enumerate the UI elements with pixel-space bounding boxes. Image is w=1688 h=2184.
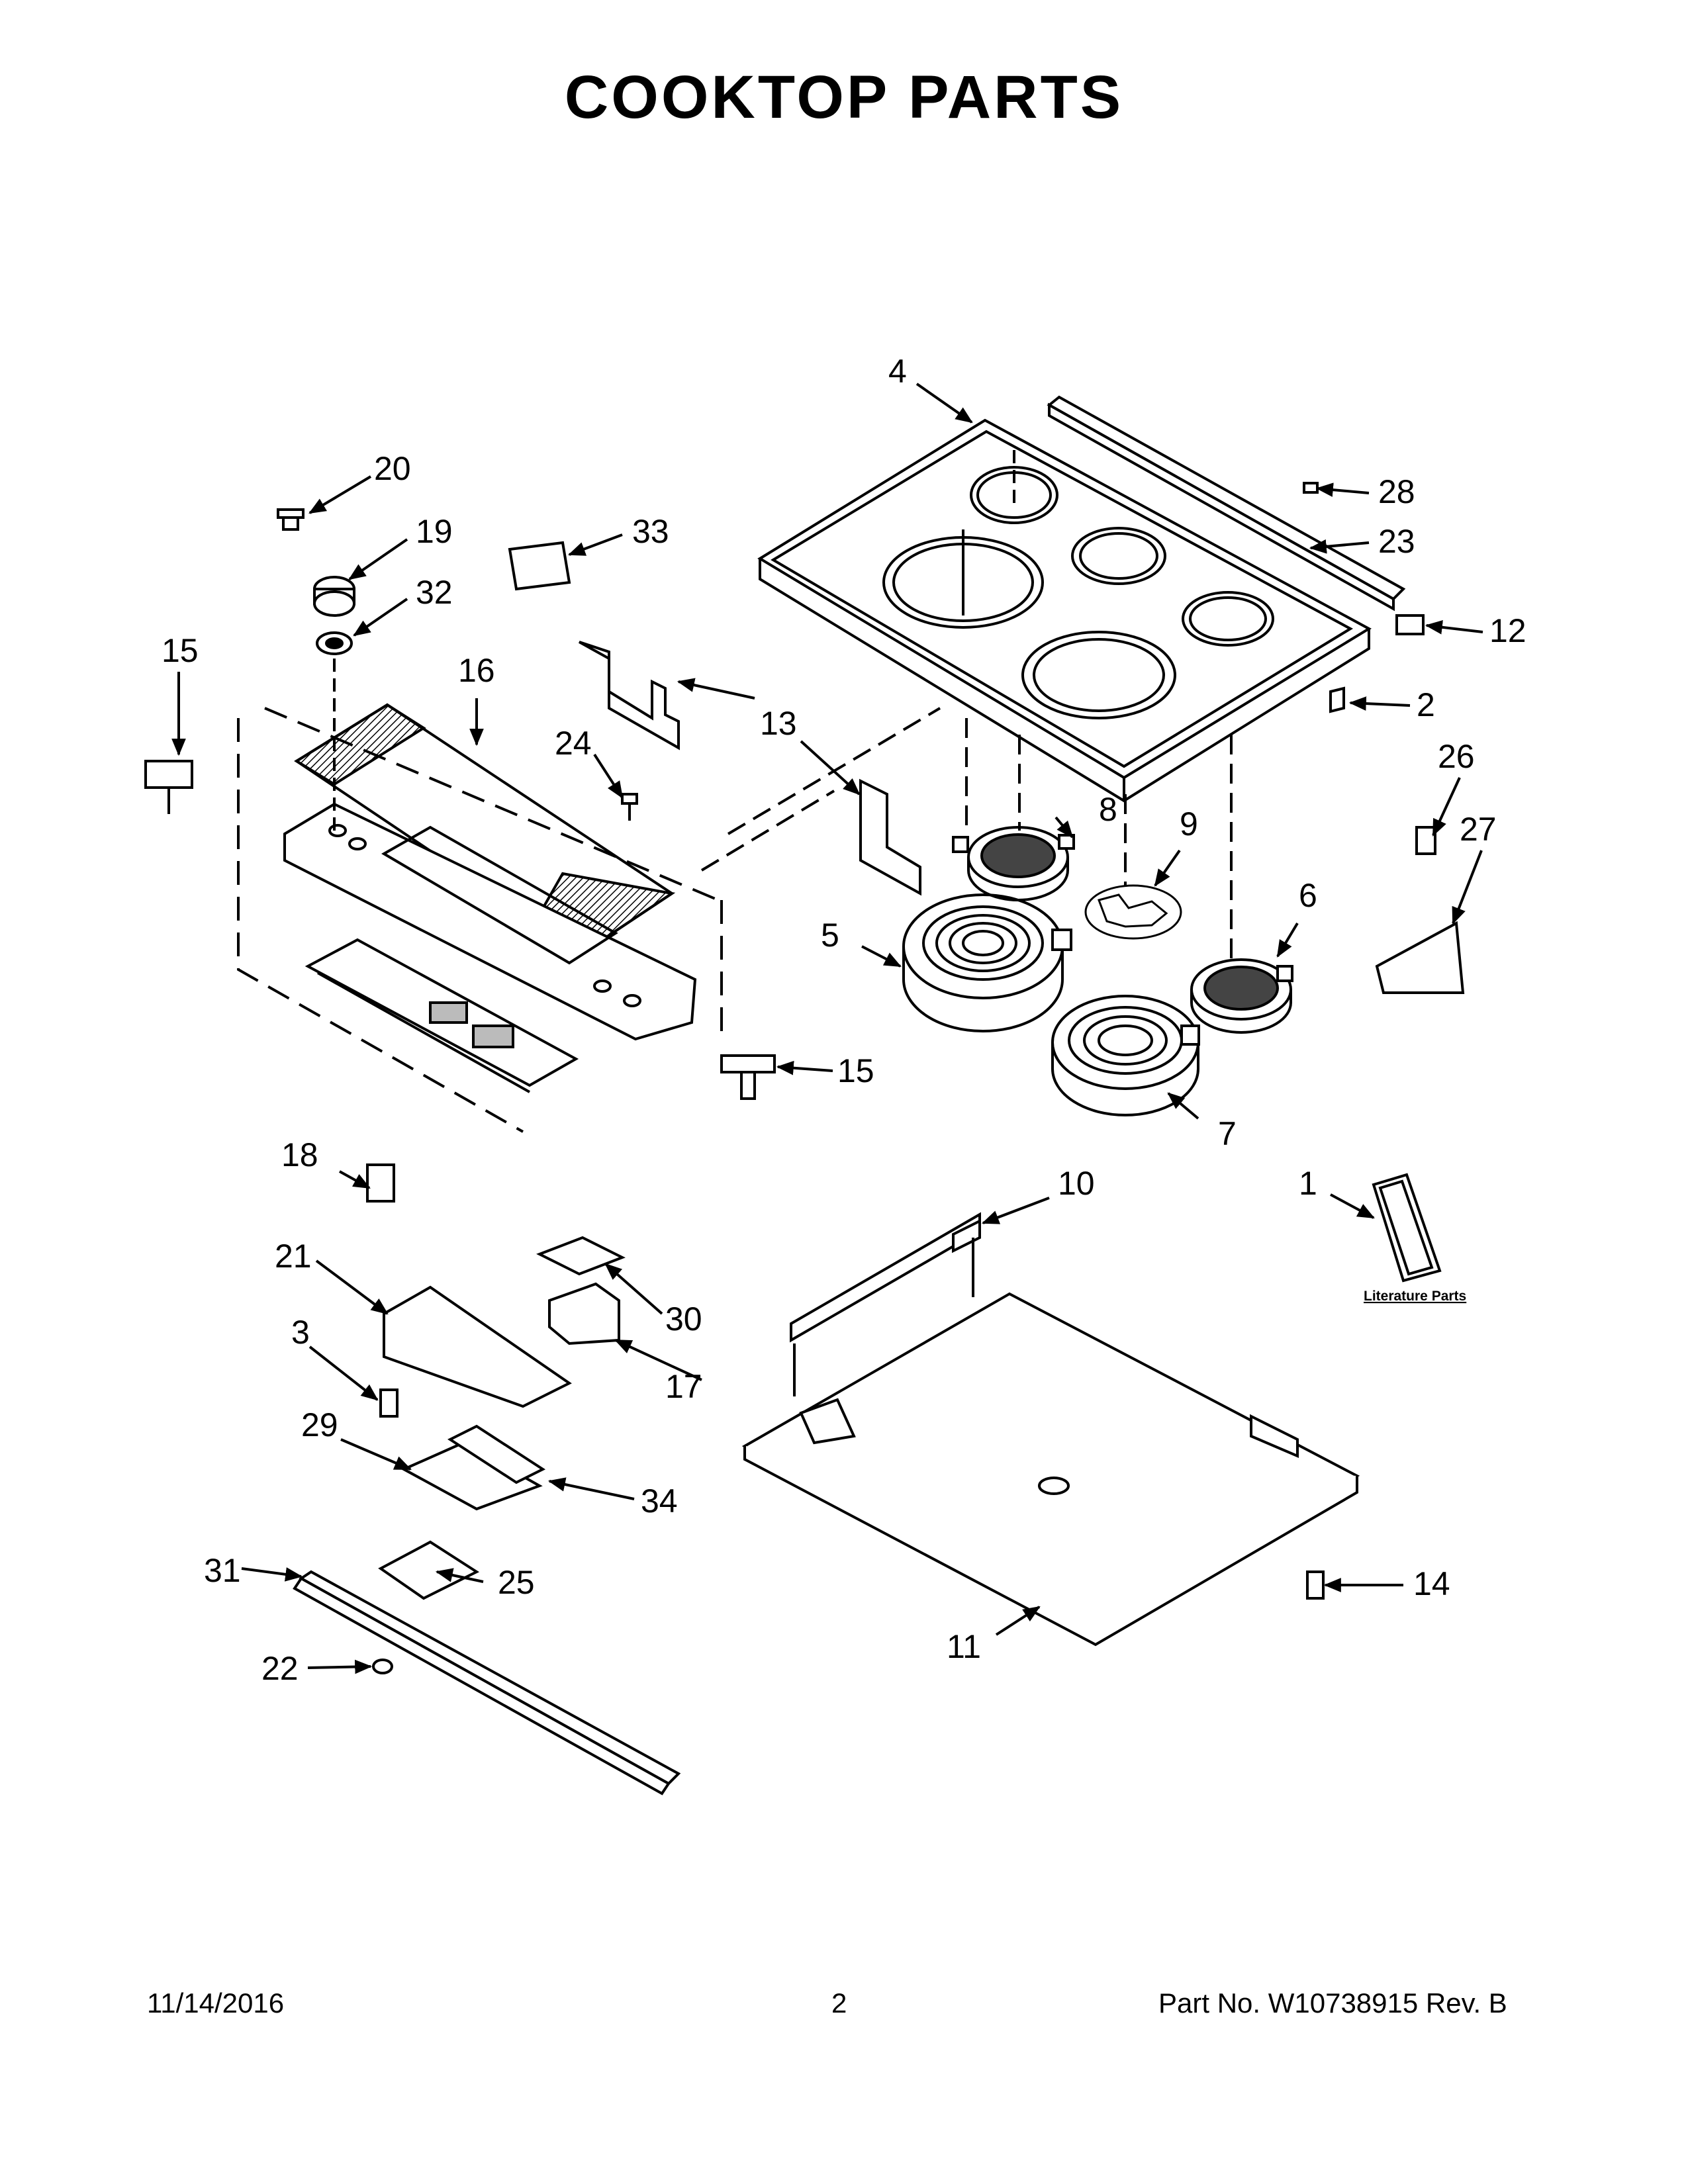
footer-part-number: Part No. W10738915 Rev. B — [1158, 1987, 1507, 2019]
footer-page-number: 2 — [831, 1987, 847, 2019]
callout-11: 11 — [947, 1628, 981, 1665]
trim-strip-31-part — [293, 1570, 681, 1796]
callout-17: 17 — [665, 1368, 702, 1405]
callout-6: 6 — [1299, 877, 1317, 914]
callout-18: 18 — [281, 1136, 318, 1173]
control-board-part — [305, 938, 579, 1093]
callout-19: 19 — [416, 513, 453, 550]
callout-1: 1 — [1299, 1165, 1317, 1202]
callout-16: 16 — [458, 652, 495, 689]
callout-26: 26 — [1438, 738, 1475, 775]
callout-21: 21 — [275, 1238, 312, 1275]
callout-2: 2 — [1417, 686, 1435, 723]
callout-29: 29 — [301, 1406, 338, 1443]
cooktop-glass-part — [757, 418, 1372, 803]
callout-33: 33 — [632, 513, 669, 550]
callout-24: 24 — [555, 725, 592, 762]
element-8-part — [952, 826, 1075, 901]
console-dashed-outline — [237, 707, 723, 1133]
callout-9: 9 — [1180, 805, 1198, 842]
callout-34: 34 — [641, 1482, 678, 1520]
callout-12: 12 — [1489, 612, 1526, 649]
burner-box-part — [741, 1212, 1360, 1647]
callout-27: 27 — [1460, 811, 1497, 848]
callout-28: 28 — [1378, 473, 1415, 510]
console-part — [283, 703, 697, 1041]
element-6-part — [1190, 958, 1293, 1034]
element-7-part — [1051, 995, 1200, 1116]
literature-parts-label: Literature Parts — [1364, 1289, 1466, 1304]
callout-5: 5 — [821, 917, 839, 954]
element-5-part — [902, 893, 1072, 1032]
callout-22: 22 — [261, 1650, 299, 1687]
callout-32: 32 — [416, 574, 453, 611]
footer-date: 11/14/2016 — [147, 1987, 285, 2019]
callout-23: 23 — [1378, 523, 1415, 560]
callout-10: 10 — [1058, 1165, 1095, 1202]
callout-labels: 4 28 23 12 2 26 27 8 9 5 6 7 13 15 20 19… — [162, 353, 1526, 1687]
callout-15b: 15 — [837, 1052, 874, 1089]
callout-20: 20 — [374, 450, 411, 487]
callout-4: 4 — [888, 353, 907, 390]
callout-15a: 15 — [162, 632, 199, 669]
knob-parts — [277, 508, 355, 834]
callout-8: 8 — [1099, 791, 1117, 828]
callout-25: 25 — [498, 1564, 535, 1601]
page-title: COOKTOP PARTS — [564, 64, 1124, 131]
callout-7: 7 — [1218, 1115, 1237, 1152]
literature-booklet-part — [1372, 1173, 1442, 1283]
insulation-9-part — [1084, 884, 1182, 940]
callout-14: 14 — [1413, 1565, 1450, 1602]
leader-arrows — [171, 383, 1483, 1674]
callout-31: 31 — [204, 1552, 241, 1589]
callout-13: 13 — [760, 705, 797, 742]
bracket-13-part — [579, 641, 921, 896]
callout-3: 3 — [291, 1314, 310, 1351]
callout-30: 30 — [665, 1300, 702, 1338]
